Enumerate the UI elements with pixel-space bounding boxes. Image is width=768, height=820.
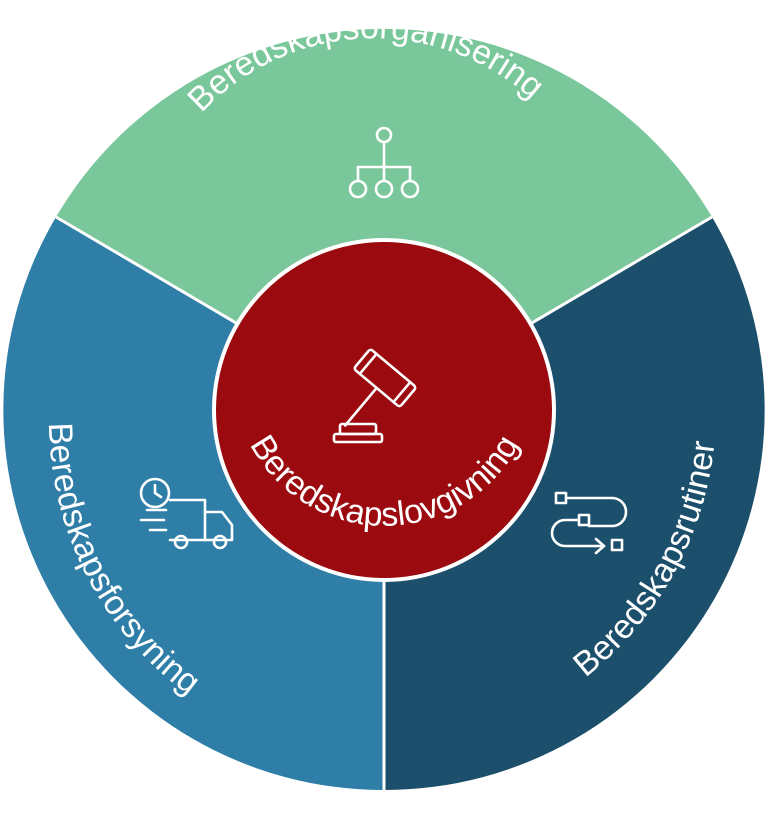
- workflow-route-icon: [550, 491, 628, 555]
- org-chart-icon: [348, 126, 420, 199]
- delivery-truck-clock-icon: [139, 477, 234, 550]
- center-circle: [212, 238, 556, 582]
- gavel-icon: [332, 348, 417, 444]
- segment-organisering: [56, 28, 712, 411]
